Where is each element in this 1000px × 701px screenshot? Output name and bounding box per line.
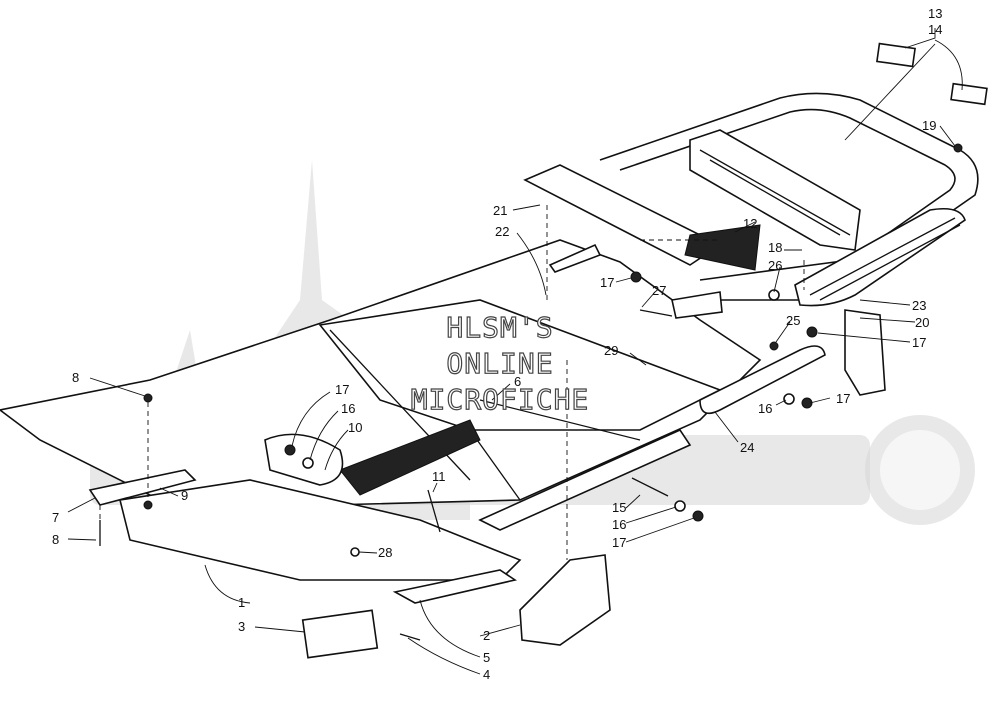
license-bracket-3 — [301, 609, 379, 659]
callout-8-a: 8 — [72, 370, 79, 385]
callout-16-b: 16 — [758, 401, 772, 416]
callout-17-e: 17 — [612, 535, 626, 550]
watermark-line-1: HLSM'S — [446, 311, 553, 344]
callout-7: 7 — [52, 510, 59, 525]
callout-16-c: 16 — [612, 517, 626, 532]
trim-strip — [548, 243, 602, 273]
callout-22: 22 — [495, 224, 509, 239]
plate-14 — [950, 82, 988, 106]
fasteners — [99, 143, 963, 641]
callout-15: 15 — [612, 500, 626, 515]
callout-18: 18 — [768, 240, 782, 255]
callout-17-d: 17 — [836, 391, 850, 406]
callout-20: 20 — [915, 315, 929, 330]
callout-29: 29 — [604, 343, 618, 358]
callout-23: 23 — [912, 298, 926, 313]
callout-26: 26 — [768, 258, 782, 273]
callout-21: 21 — [493, 203, 507, 218]
callout-12: 12 — [743, 216, 757, 231]
tube-24 — [699, 345, 826, 415]
step-plate-12 — [684, 224, 761, 271]
bracket-2 — [519, 554, 611, 646]
callout-24: 24 — [740, 440, 754, 455]
callout-14: 14 — [928, 22, 942, 37]
callout-6: 6 — [514, 374, 521, 389]
callout-1: 1 — [238, 595, 245, 610]
watermark-line-2: ONLINE — [446, 347, 553, 380]
callout-2: 2 — [483, 628, 490, 643]
callout-19: 19 — [922, 118, 936, 133]
callout-16-a: 16 — [341, 401, 355, 416]
callout-5: 5 — [483, 650, 490, 665]
callout-10: 10 — [348, 420, 362, 435]
callout-25: 25 — [786, 313, 800, 328]
callout-4: 4 — [483, 667, 490, 682]
tunnel-panel — [0, 239, 762, 581]
callout-11: 11 — [432, 469, 446, 484]
callout-17-a: 17 — [600, 275, 614, 290]
callout-8-b: 8 — [52, 532, 59, 547]
leader-lines — [67, 28, 963, 675]
bracket-27 — [671, 291, 723, 319]
watermark-text: HLSM'S ONLINE MICROFICHE — [410, 310, 590, 416]
alignment-lines — [99, 205, 805, 560]
watermark-line-3: MICROFICHE — [411, 383, 590, 416]
callout-9: 9 — [181, 488, 188, 503]
callout-17-b: 17 — [912, 335, 926, 350]
callout-13: 13 — [928, 6, 942, 21]
callout-28: 28 — [378, 545, 392, 560]
flap-5 — [392, 569, 517, 604]
callout-17-c: 17 — [335, 382, 349, 397]
plate-13 — [876, 42, 916, 68]
bracket-7 — [88, 469, 197, 506]
callout-27: 27 — [652, 283, 666, 298]
callout-labels: 13 14 19 12 21 22 18 26 17 27 23 25 20 1… — [52, 6, 942, 682]
callout-3: 3 — [238, 619, 245, 634]
